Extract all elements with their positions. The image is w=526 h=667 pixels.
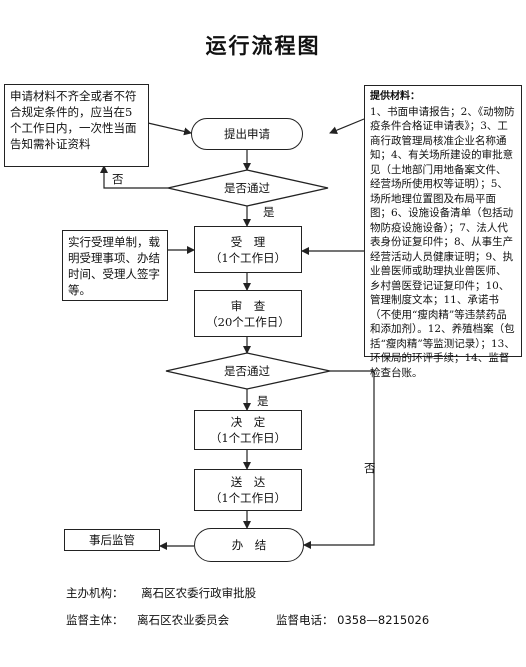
arrow-check2-no xyxy=(303,370,375,549)
incomplete-materials-note-text: 申请材料不齐全或者不符合规定条件的，应当在5个工作日内，一次性当面告知需补证资料 xyxy=(10,89,137,151)
footer-phone-value: 0358—8215026 xyxy=(337,613,430,627)
footer-supervisor-value: 离石区农业委员会 xyxy=(137,613,230,627)
step-review-days: （20个工作日） xyxy=(206,314,290,329)
step-accept: 受 理 （1个工作日） xyxy=(194,226,302,273)
arrow-note-to-apply xyxy=(147,122,192,136)
arrow-materials-to-apply xyxy=(329,118,365,135)
step-review: 审 查 （20个工作日） xyxy=(194,290,302,337)
accept-note: 实行受理单制，载明受理事项、办结时间、受理人签字等。 xyxy=(62,230,168,301)
step-deliver-title: 送 达 xyxy=(230,475,266,489)
edge-label-no-2: 否 xyxy=(364,461,376,475)
materials-body: 1、书面申请报告；2、《动物防疫条件合格证申请表》；3、工商行政管理局核准企业名… xyxy=(370,105,515,379)
decision-diamond-2 xyxy=(165,352,331,390)
step-decide-days: （1个工作日） xyxy=(209,431,287,445)
footer-supervisor-label: 监督主体： xyxy=(66,613,124,627)
step-apply-label: 提出申请 xyxy=(224,127,270,141)
footer-host-label: 主办机构： xyxy=(66,586,124,600)
step-deliver-days: （1个工作日） xyxy=(209,491,287,505)
step-decide-title: 决 定 xyxy=(230,415,266,429)
footer-host-value: 离石区农委行政审批股 xyxy=(141,586,257,600)
step-finish: 办 结 xyxy=(194,528,304,562)
post-supervision-box: 事后监管 xyxy=(64,529,160,551)
step-accept-title: 受 理 xyxy=(230,234,266,249)
step-decide: 决 定 （1个工作日） xyxy=(194,410,302,450)
materials-list-box: 提供材料： 1、书面申请报告；2、《动物防疫条件合格证申请表》；3、工商行政管理… xyxy=(364,85,522,379)
step-review-title: 审 查 xyxy=(230,298,266,313)
check1-label: 是否通过 xyxy=(224,181,270,195)
edge-label-yes-2: 是 xyxy=(257,394,269,408)
post-supervision-label: 事后监管 xyxy=(89,533,135,547)
footer-supervisor: 监督主体： 离石区农业委员会 xyxy=(66,612,229,628)
edge-label-yes-1: 是 xyxy=(263,205,275,219)
materials-title: 提供材料： xyxy=(370,91,420,102)
footer-phone-label: 监督电话： xyxy=(276,613,334,627)
arrow-check1-no xyxy=(100,165,168,189)
accept-note-text: 实行受理单制，载明受理事项、办结时间、受理人签字等。 xyxy=(68,235,160,297)
step-deliver: 送 达 （1个工作日） xyxy=(194,469,302,511)
step-accept-days: （1个工作日） xyxy=(209,250,287,265)
footer-host: 主办机构： 离石区农委行政审批股 xyxy=(66,585,256,601)
incomplete-materials-note: 申请材料不齐全或者不符合规定条件的，应当在5个工作日内，一次性当面告知需补证资料 xyxy=(4,84,149,167)
edge-label-no-1: 否 xyxy=(112,172,124,186)
check2-label: 是否通过 xyxy=(224,364,270,378)
step-apply: 提出申请 xyxy=(191,118,303,150)
page-title: 运行流程图 xyxy=(205,34,321,58)
decision-diamond-1 xyxy=(167,169,329,207)
footer-phone: 监督电话： 0358—8215026 xyxy=(276,612,429,628)
step-finish-label: 办 结 xyxy=(231,538,267,552)
